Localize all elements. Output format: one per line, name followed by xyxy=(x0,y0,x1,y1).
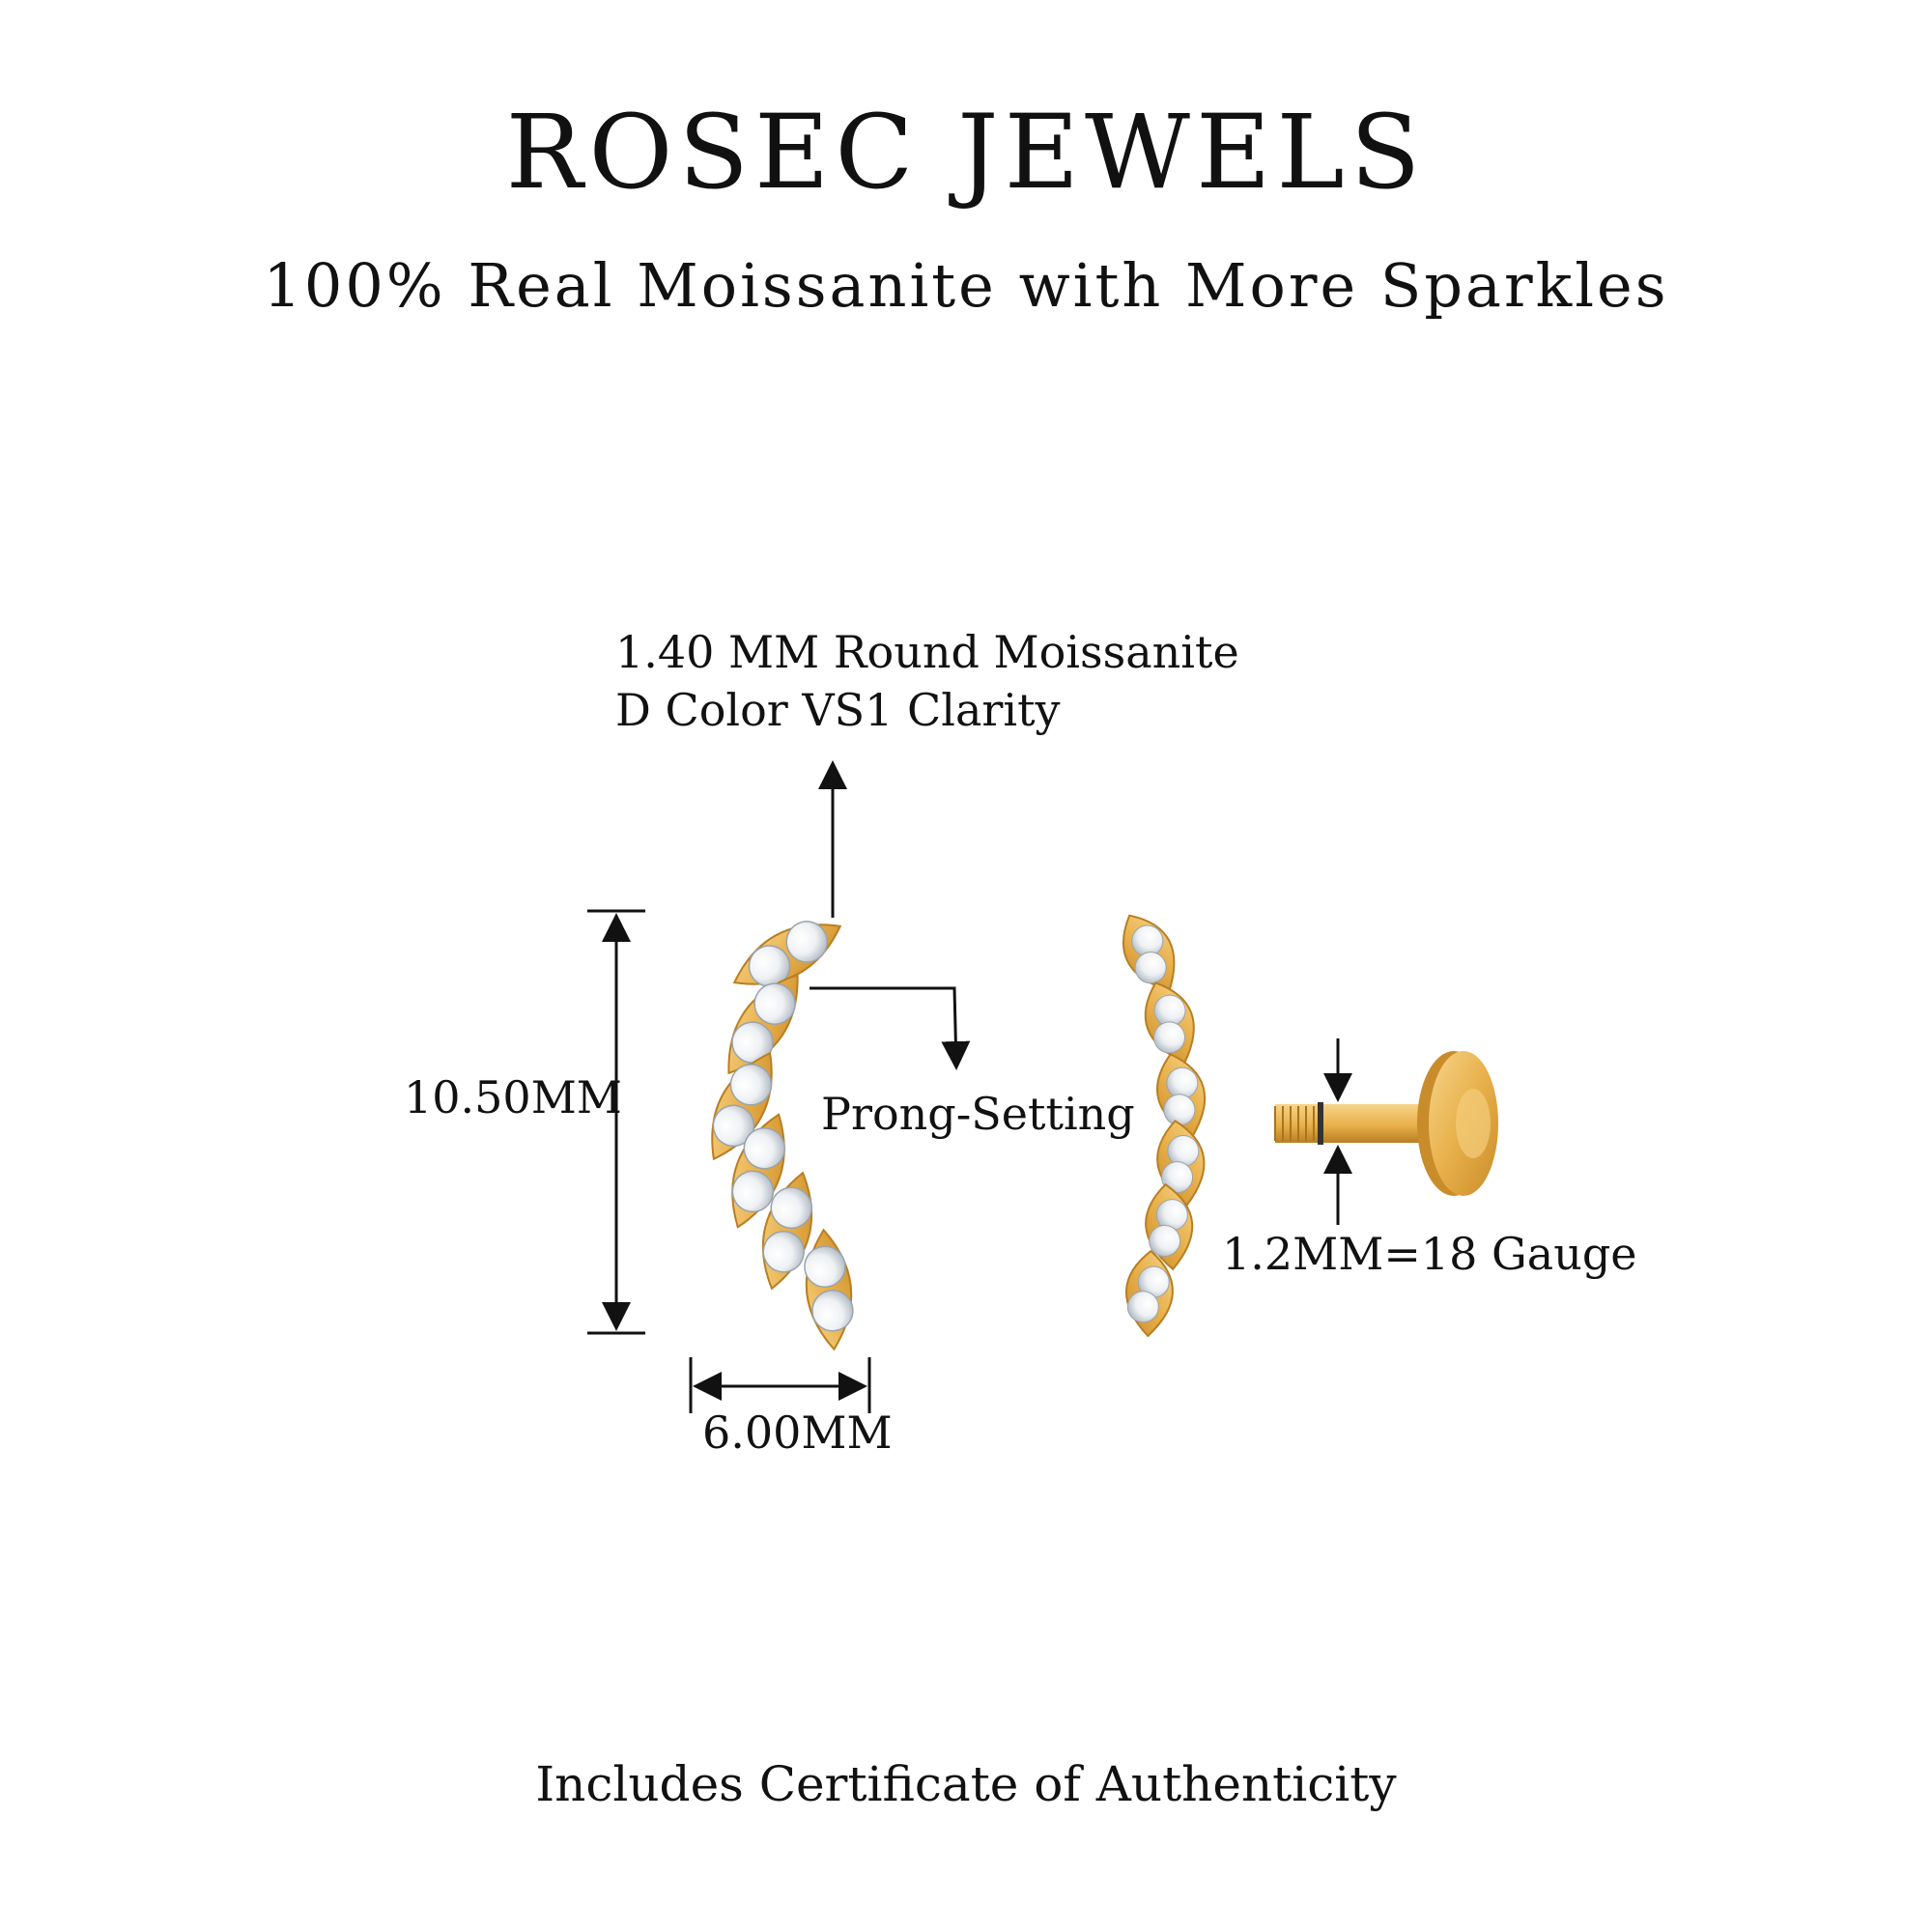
leaf-6 xyxy=(804,1228,854,1351)
leaf-2 xyxy=(727,973,799,1075)
leaf-3 xyxy=(711,1051,773,1161)
certificate-note: Includes Certificate of Authenticity xyxy=(535,1756,1397,1812)
prong-setting-label: Prong-Setting xyxy=(821,1088,1135,1140)
leaf-1 xyxy=(732,921,842,987)
stone-spec-line-1: 1.40 MM Round Moissanite xyxy=(615,626,1239,678)
front-earring xyxy=(711,921,854,1351)
side-earring xyxy=(1122,914,1498,1338)
leaf-4 xyxy=(731,1113,786,1229)
post-thread xyxy=(1274,1106,1315,1141)
leaf-5 xyxy=(761,1171,813,1291)
gauge-label: 1.2MM=18 Gauge xyxy=(1222,1228,1637,1280)
height-label: 10.50MM xyxy=(404,1071,622,1123)
brand-title: ROSEC JEWELS xyxy=(505,93,1427,212)
width-label: 6.00MM xyxy=(702,1406,893,1459)
prong-callout-arrow xyxy=(810,986,971,1070)
tagline: 100% Real Moissanite with More Sparkles xyxy=(263,250,1669,321)
stone-spec-line-2: D Color VS1 Clarity xyxy=(615,684,1061,736)
dimension-lines xyxy=(587,760,1352,1413)
